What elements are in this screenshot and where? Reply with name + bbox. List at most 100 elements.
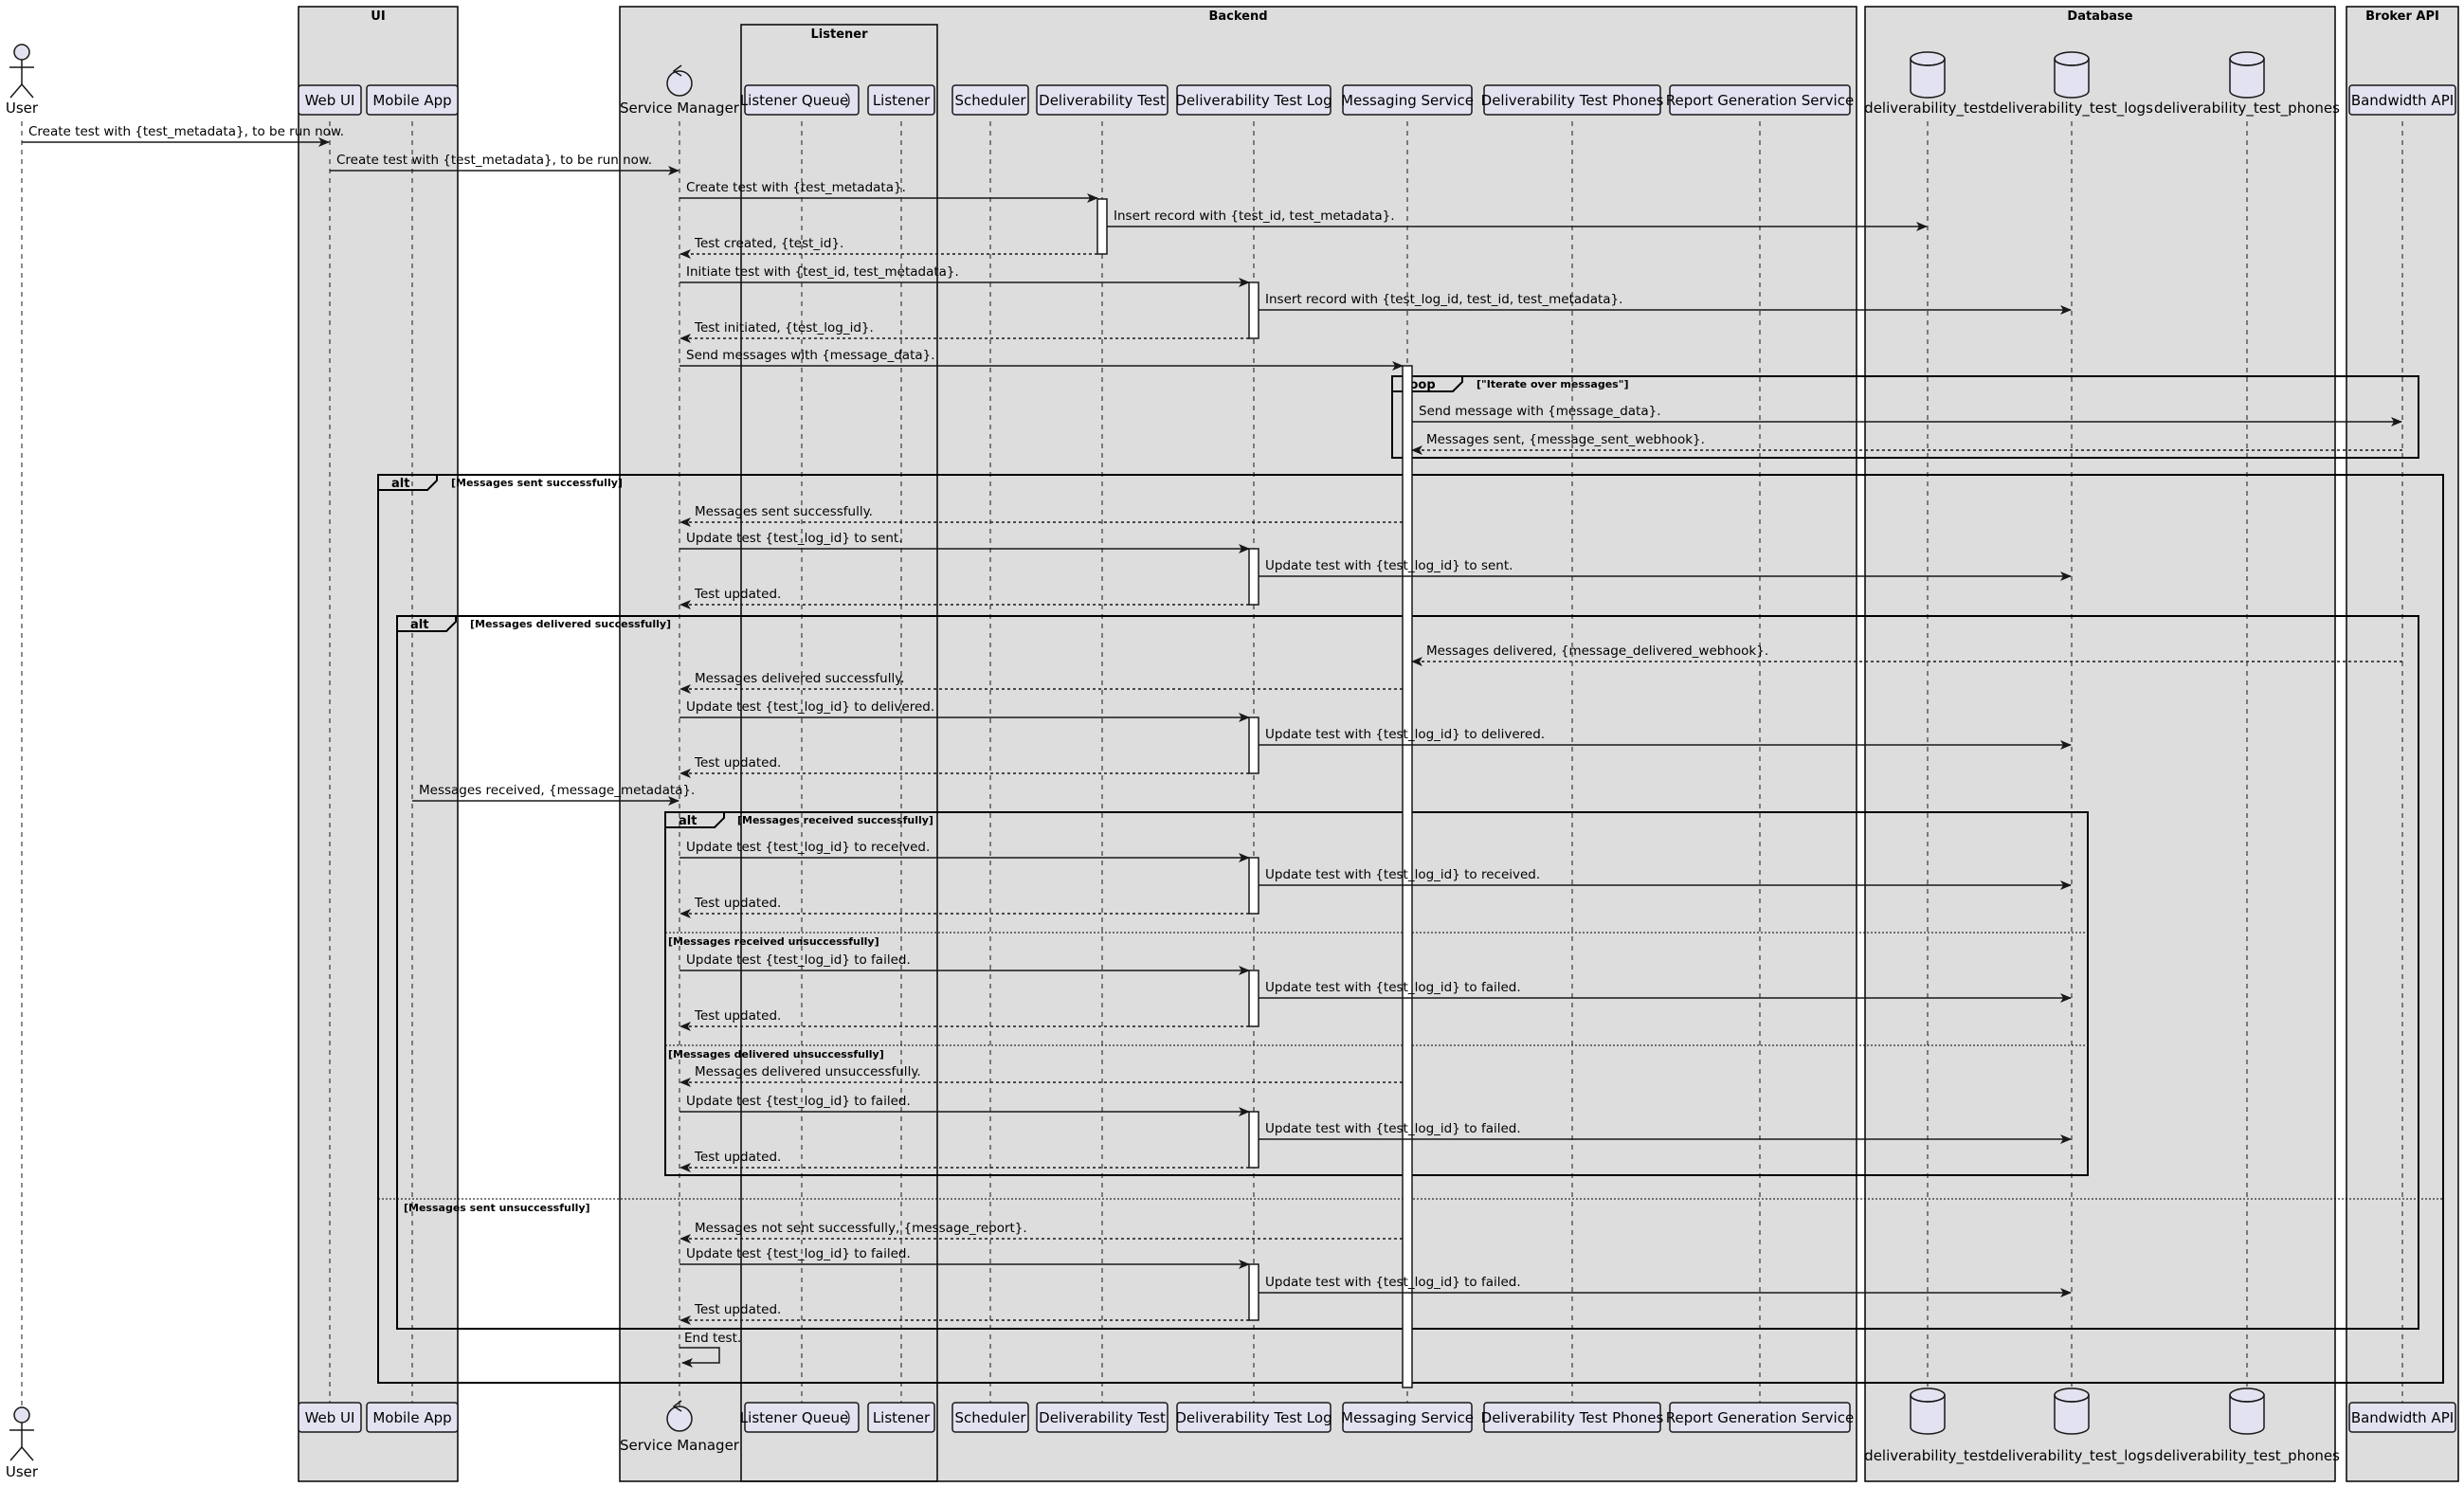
participant-db_dtl-bottom: deliverability_test_logs bbox=[1990, 1387, 2153, 1465]
message-26: Test updated. bbox=[679, 1008, 1249, 1031]
control-icon bbox=[666, 1405, 693, 1432]
message-2: Create test with {test_metadata}. bbox=[679, 180, 1098, 203]
message-29: Update test with {test_log_id} to failed… bbox=[1259, 1121, 2072, 1144]
message-label: Initiate test with {test_id, test_metada… bbox=[686, 264, 959, 280]
fragment-guard: [Messages sent successfully] bbox=[451, 477, 623, 489]
participant-db_dt-bottom: deliverability_test bbox=[1864, 1387, 1991, 1465]
message-28: Update test {test_log_id} to failed. bbox=[679, 1094, 1250, 1116]
queue-icon bbox=[844, 1410, 850, 1425]
participant-label: deliverability_test_phones bbox=[2154, 100, 2340, 118]
activation-bar bbox=[1248, 548, 1259, 606]
activation-bar bbox=[1248, 1263, 1259, 1321]
message-7: Test initiated, {test_log_id}. bbox=[679, 320, 1249, 343]
participant-box bbox=[1036, 1402, 1169, 1433]
message-27: Messages delivered unsuccessfully. bbox=[679, 1064, 1403, 1087]
actor-leg-icon bbox=[9, 1446, 23, 1461]
participant-bw-bottom: Bandwidth API bbox=[2348, 1402, 2456, 1433]
participant-label: Bandwidth API bbox=[2351, 92, 2454, 109]
participant-box bbox=[1669, 84, 1851, 116]
participant-box bbox=[1176, 84, 1332, 116]
message-33: Update test with {test_log_id} to failed… bbox=[1259, 1275, 2072, 1297]
participant-db_dtl-top: deliverability_test_logs bbox=[1990, 51, 2153, 118]
participant-scheduler-top: Scheduler bbox=[951, 84, 1029, 116]
fragment-keyword: loop bbox=[1405, 378, 1436, 392]
database-body-icon bbox=[2229, 1394, 2265, 1435]
participant-box bbox=[1342, 84, 1473, 116]
message-19: Test updated. bbox=[679, 755, 1249, 778]
participant-box bbox=[1483, 84, 1661, 116]
participant-label: Deliverability Test Phones bbox=[1481, 1409, 1664, 1426]
message-32: Update test {test_log_id} to failed. bbox=[679, 1246, 1250, 1269]
database-body-icon bbox=[1910, 1394, 1946, 1435]
participant-label: Report Generation Service bbox=[1666, 92, 1854, 109]
message-label: Messages delivered successfully. bbox=[695, 671, 905, 686]
participant-label: deliverability_test_phones bbox=[2154, 1447, 2340, 1465]
participant-label: Web UI bbox=[305, 1409, 355, 1426]
fragment-tab bbox=[665, 811, 725, 828]
activation-bar bbox=[1248, 716, 1259, 774]
message-18: Update test with {test_log_id} to delive… bbox=[1259, 727, 2072, 750]
message-label: Update test {test_log_id} to failed. bbox=[686, 952, 911, 968]
message-16: Messages delivered successfully. bbox=[679, 671, 1403, 694]
participant-box bbox=[366, 1402, 459, 1433]
message-label: Update test with {test_log_id} to failed… bbox=[1265, 1275, 1521, 1290]
participant-svcmgr-top: Service Manager bbox=[620, 64, 740, 117]
fragment-guard: [Messages delivered successfully] bbox=[470, 618, 671, 630]
fragment-else-guard: [Messages sent unsuccessfully] bbox=[404, 1202, 590, 1214]
participant-label: Service Manager bbox=[620, 100, 740, 117]
participant-label: Listener Queue bbox=[740, 92, 848, 109]
group-box-listener bbox=[740, 24, 938, 1482]
fragment-else-guard: [Messages received unsuccessfully] bbox=[668, 935, 879, 948]
participant-msgsvc-bottom: Messaging Service bbox=[1341, 1402, 1474, 1433]
participant-label: User bbox=[6, 100, 39, 117]
message-label: Create test with {test_metadata}. bbox=[686, 180, 906, 195]
participant-label: Messaging Service bbox=[1341, 1409, 1474, 1426]
message-label: Test created, {test_id}. bbox=[694, 236, 843, 251]
message-34: Test updated. bbox=[679, 1302, 1249, 1325]
participant-mobile-top: Mobile App bbox=[366, 84, 459, 116]
fragment-guard: [Messages received successfully] bbox=[737, 814, 933, 826]
message-label: Test updated. bbox=[694, 587, 781, 602]
participant-dtphones-top: Deliverability Test Phones bbox=[1481, 84, 1664, 116]
database-body-icon bbox=[2054, 1394, 2090, 1435]
message-label: Create test with {test_metadata}, to be … bbox=[336, 153, 652, 168]
activation-bar bbox=[1248, 1111, 1259, 1169]
self-message-arrow bbox=[679, 1347, 720, 1368]
message-label: Insert record with {test_log_id, test_id… bbox=[1265, 292, 1622, 307]
database-body-icon bbox=[2054, 58, 2090, 99]
group-title-listener: Listener bbox=[811, 27, 869, 42]
participant-label: Mobile App bbox=[372, 92, 451, 109]
database-rim-icon bbox=[1910, 58, 1946, 66]
participant-label: Deliverability Test Phones bbox=[1481, 92, 1664, 109]
message-label: Test updated. bbox=[694, 1302, 781, 1317]
participant-user-bottom: User bbox=[6, 1406, 39, 1480]
message-24: Update test {test_log_id} to failed. bbox=[679, 952, 1250, 975]
message-label: Insert record with {test_id, test_metada… bbox=[1114, 209, 1395, 224]
message-22: Update test with {test_log_id} to receiv… bbox=[1259, 867, 2072, 890]
participant-label: User bbox=[6, 1463, 39, 1480]
message-4: Test created, {test_id}. bbox=[679, 236, 1097, 259]
control-arrow-icon bbox=[672, 1400, 682, 1412]
fragment-keyword: alt bbox=[679, 814, 697, 828]
activation-bar bbox=[1096, 198, 1108, 255]
fragment-tab bbox=[1392, 375, 1463, 392]
participant-lqueue-top: Listener Queue bbox=[740, 84, 860, 116]
participant-label: Messaging Service bbox=[1341, 92, 1474, 109]
message-20: Messages received, {message_metadata}. bbox=[412, 783, 695, 806]
participant-label: Listener bbox=[873, 92, 931, 109]
message-label: Create test with {test_metadata}, to be … bbox=[28, 124, 344, 139]
participant-svcmgr-bottom: Service Manager bbox=[620, 1400, 740, 1454]
participant-box bbox=[298, 1402, 362, 1433]
participant-label: Deliverability Test Log bbox=[1175, 1409, 1332, 1426]
participant-webui-top: Web UI bbox=[298, 84, 362, 116]
message-31: Messages not sent successfully, {message… bbox=[679, 1221, 1403, 1243]
participant-lqueue-bottom: Listener Queue bbox=[740, 1402, 860, 1433]
message-label: End test. bbox=[684, 1331, 741, 1346]
message-label: Test initiated, {test_log_id}. bbox=[694, 320, 874, 335]
participant-webui-bottom: Web UI bbox=[298, 1402, 362, 1433]
group-box-broker bbox=[2346, 6, 2459, 1482]
message-label: Send messages with {message_data}. bbox=[686, 348, 935, 363]
participant-box bbox=[366, 84, 459, 116]
activation-bar bbox=[1248, 970, 1259, 1027]
